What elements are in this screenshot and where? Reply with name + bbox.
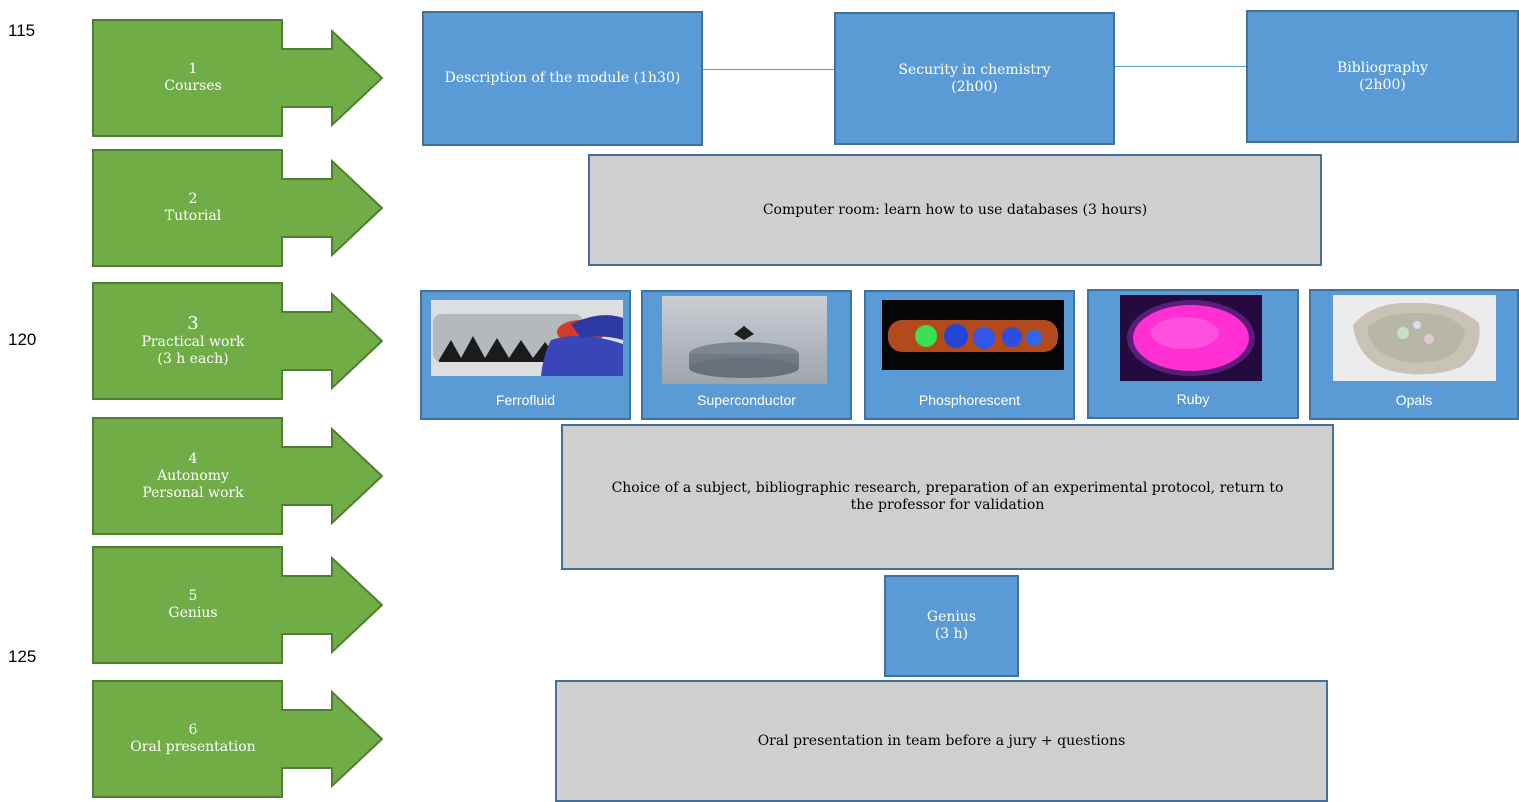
- connector-line: [702, 69, 835, 70]
- autonomy-box: Choice of a subject, bibliographic resea…: [561, 424, 1334, 570]
- course-bibliography-box: Bibliography (2h00): [1246, 10, 1519, 143]
- practical-caption: Ruby: [1176, 391, 1210, 407]
- arrow-shape: [92, 149, 384, 267]
- oral-presentation-box: Oral presentation in team before a jury …: [555, 680, 1328, 802]
- practical-superconductor-card: Superconductor: [641, 290, 852, 420]
- step-label: Genius: [168, 605, 218, 621]
- course-security-box: Security in chemistry (2h00): [834, 12, 1115, 145]
- ferrofluid-image: [431, 300, 623, 376]
- superconductor-image: [662, 296, 827, 384]
- practical-ruby-card: Ruby: [1087, 289, 1299, 419]
- step-number: 4: [188, 450, 198, 467]
- genius-box: Genius (3 h): [884, 575, 1019, 677]
- step-number: 3: [187, 313, 199, 334]
- practical-opals-card: Opals: [1309, 289, 1519, 420]
- step-number: 2: [188, 191, 198, 207]
- course-description-box: Description of the module (1h30): [422, 11, 703, 146]
- step-sublabel: Personal work: [142, 484, 244, 501]
- practical-caption: Superconductor: [697, 392, 796, 408]
- practical-ferrofluid-card: Ferrofluid: [420, 290, 631, 420]
- arrow-shape: [92, 19, 384, 137]
- arrow-shape: [92, 680, 384, 798]
- step-number: 6: [188, 722, 198, 738]
- tutorial-box: Computer room: learn how to use database…: [588, 154, 1322, 266]
- step-label: Oral presentation: [130, 739, 256, 755]
- practical-caption: Phosphorescent: [918, 392, 1021, 408]
- phosphorescent-image: [882, 300, 1064, 370]
- step-label: Autonomy: [157, 467, 229, 484]
- practical-phosphorescent-card: Phosphorescent: [864, 290, 1075, 420]
- step-number: 5: [188, 588, 198, 604]
- connector-line: [1114, 66, 1247, 67]
- line-number-125: 125: [8, 647, 37, 666]
- practical-caption: Ferrofluid: [495, 392, 556, 408]
- opals-image: [1333, 295, 1496, 381]
- step-number: 1: [188, 61, 198, 77]
- practical-caption: Opals: [1395, 392, 1433, 408]
- arrow-shape: [92, 417, 384, 535]
- ruby-image: [1120, 295, 1262, 381]
- arrow-shape: [92, 282, 384, 400]
- arrow-shape: [92, 546, 384, 664]
- step-label: Tutorial: [164, 208, 222, 224]
- line-number-115: 115: [8, 21, 36, 40]
- step-sublabel: (3 h each): [157, 351, 229, 367]
- step-label: Courses: [164, 78, 222, 94]
- step-label: Practical work: [141, 334, 245, 350]
- line-number-120: 120: [8, 330, 37, 349]
